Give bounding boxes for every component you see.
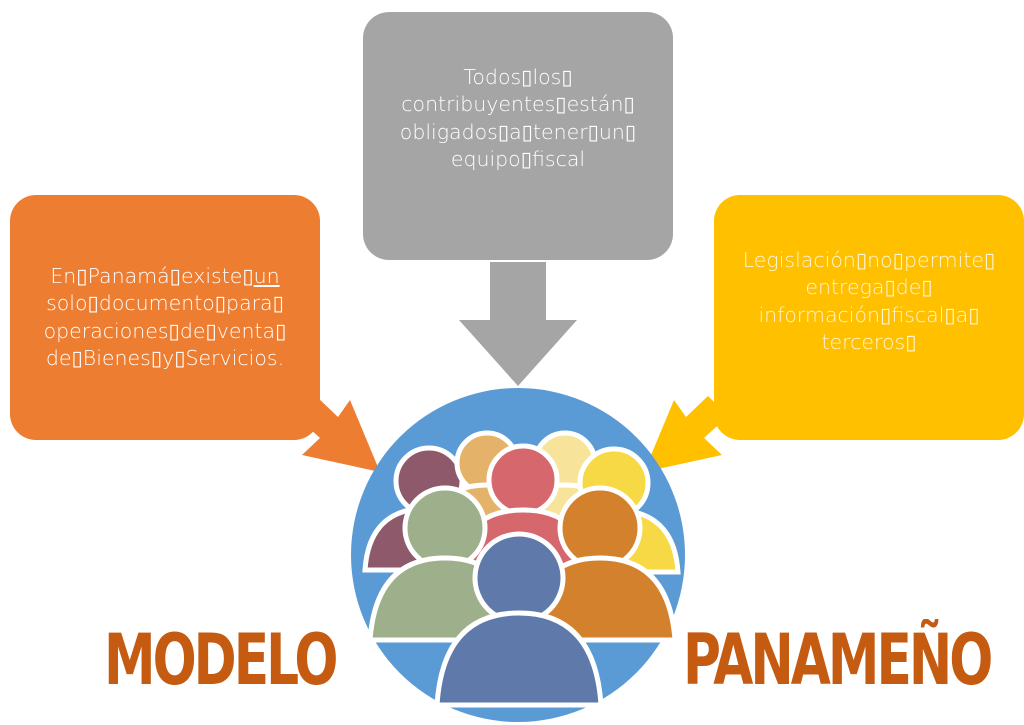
title-modelo: MODELO <box>104 619 338 701</box>
info-box-legislation-text: Legislación▯no▯permite▯ entrega▯de▯ info… <box>742 248 996 355</box>
info-box-fiscal-equipment: Todos▯los▯ contribuyentes▯están▯ obligad… <box>363 12 673 260</box>
info-box-single-document: En▯Panamá▯existe▯un solo▯documento▯para▯… <box>10 195 320 440</box>
info-box-legislation: Legislación▯no▯permite▯ entrega▯de▯ info… <box>714 195 1024 440</box>
title-panameno: PANAMEÑO <box>683 619 993 701</box>
people-group-icon <box>351 388 685 722</box>
info-box-single-document-text: En▯Panamá▯existe▯un solo▯documento▯para▯… <box>43 263 287 370</box>
info-box-fiscal-equipment-text: Todos▯los▯ contribuyentes▯están▯ obligad… <box>399 65 637 172</box>
arrow-right-diagonal <box>644 396 728 472</box>
arrow-down-center <box>459 262 577 386</box>
